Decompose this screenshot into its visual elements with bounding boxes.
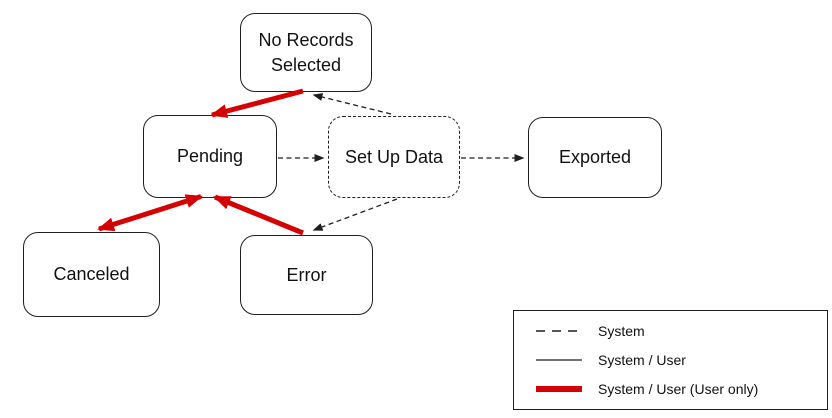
node-pending: Pending <box>143 115 277 198</box>
node-label: Pending <box>176 146 244 167</box>
dashed-line-icon <box>536 330 582 332</box>
arrow-set-up-data-to-error <box>312 198 398 231</box>
node-error: Error <box>240 235 373 315</box>
arrow-pending-canceled-bidirectional <box>97 194 203 232</box>
node-label: Set Up Data <box>344 146 444 167</box>
node-set-up-data: Set Up Data <box>328 116 460 198</box>
node-no-records-selected: No Records Selected <box>240 13 372 92</box>
arrow-set-up-data-to-no-records <box>312 93 392 115</box>
node-label: Exported <box>558 147 632 168</box>
legend-item-system: System <box>536 323 827 339</box>
arrow-error-to-pending <box>213 194 304 236</box>
legend-box: System System / User System / User (User… <box>513 310 828 410</box>
node-label: Error <box>286 264 327 285</box>
legend-label: System / User <box>598 352 686 368</box>
node-exported: Exported <box>528 117 662 198</box>
legend-item-user-only: System / User (User only) <box>536 381 827 397</box>
legend-label: System / User (User only) <box>598 381 759 397</box>
legend-item-system-user: System / User <box>536 352 827 368</box>
arrow-no-records-to-pending <box>210 88 304 118</box>
node-label: Canceled <box>53 264 130 285</box>
thick-red-line-icon <box>536 386 582 392</box>
node-canceled: Canceled <box>23 232 160 317</box>
node-label: No Records Selected <box>258 30 354 75</box>
legend-label: System <box>598 323 645 339</box>
solid-line-icon <box>536 359 582 361</box>
